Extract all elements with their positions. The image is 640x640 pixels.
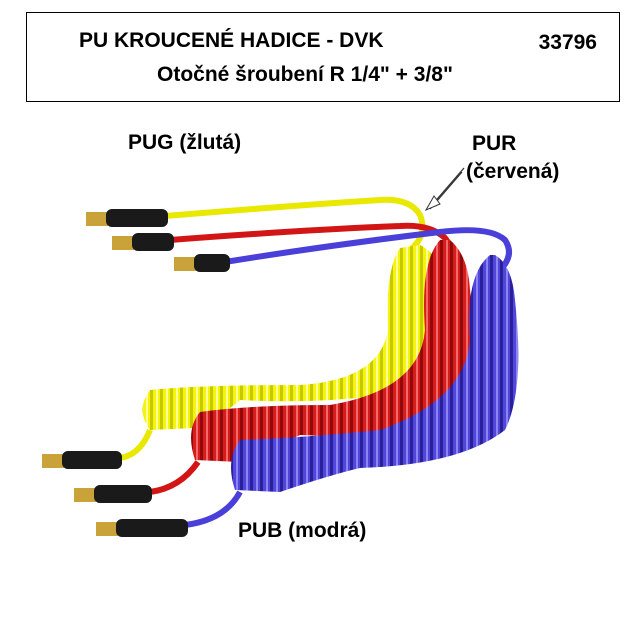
blue-bottom-fitting — [96, 519, 188, 537]
product-subtitle: Otočné šroubení R 1/4" + 3/8" — [157, 63, 453, 86]
red-hose-tail — [149, 460, 201, 495]
label-pub: PUB (modrá) — [238, 519, 367, 542]
blue-coil — [231, 255, 519, 492]
yellow-hose-tail — [119, 428, 153, 461]
product-code: 33796 — [538, 31, 597, 54]
blue-hose-tail — [184, 490, 243, 528]
label-pug: PUG (žlutá) — [128, 131, 242, 154]
yellow-bottom-fitting — [42, 451, 122, 469]
red-top-fitting — [112, 233, 174, 251]
blue-hose-straight — [224, 227, 512, 273]
label-pur-color: (červená) — [466, 160, 560, 183]
blue-top-fitting — [174, 254, 230, 272]
product-title: PU KROUCENÉ HADICE - DVK — [79, 29, 384, 52]
red-bottom-fitting — [74, 485, 152, 503]
yellow-coil — [142, 245, 443, 430]
pur-arrow — [424, 167, 465, 212]
label-pur: PUR — [472, 132, 517, 155]
header-box: PU KROUCENÉ HADICE - DVK 33796 Otočné šr… — [26, 12, 620, 102]
yellow-top-fitting — [86, 209, 168, 227]
red-coil — [191, 240, 474, 462]
